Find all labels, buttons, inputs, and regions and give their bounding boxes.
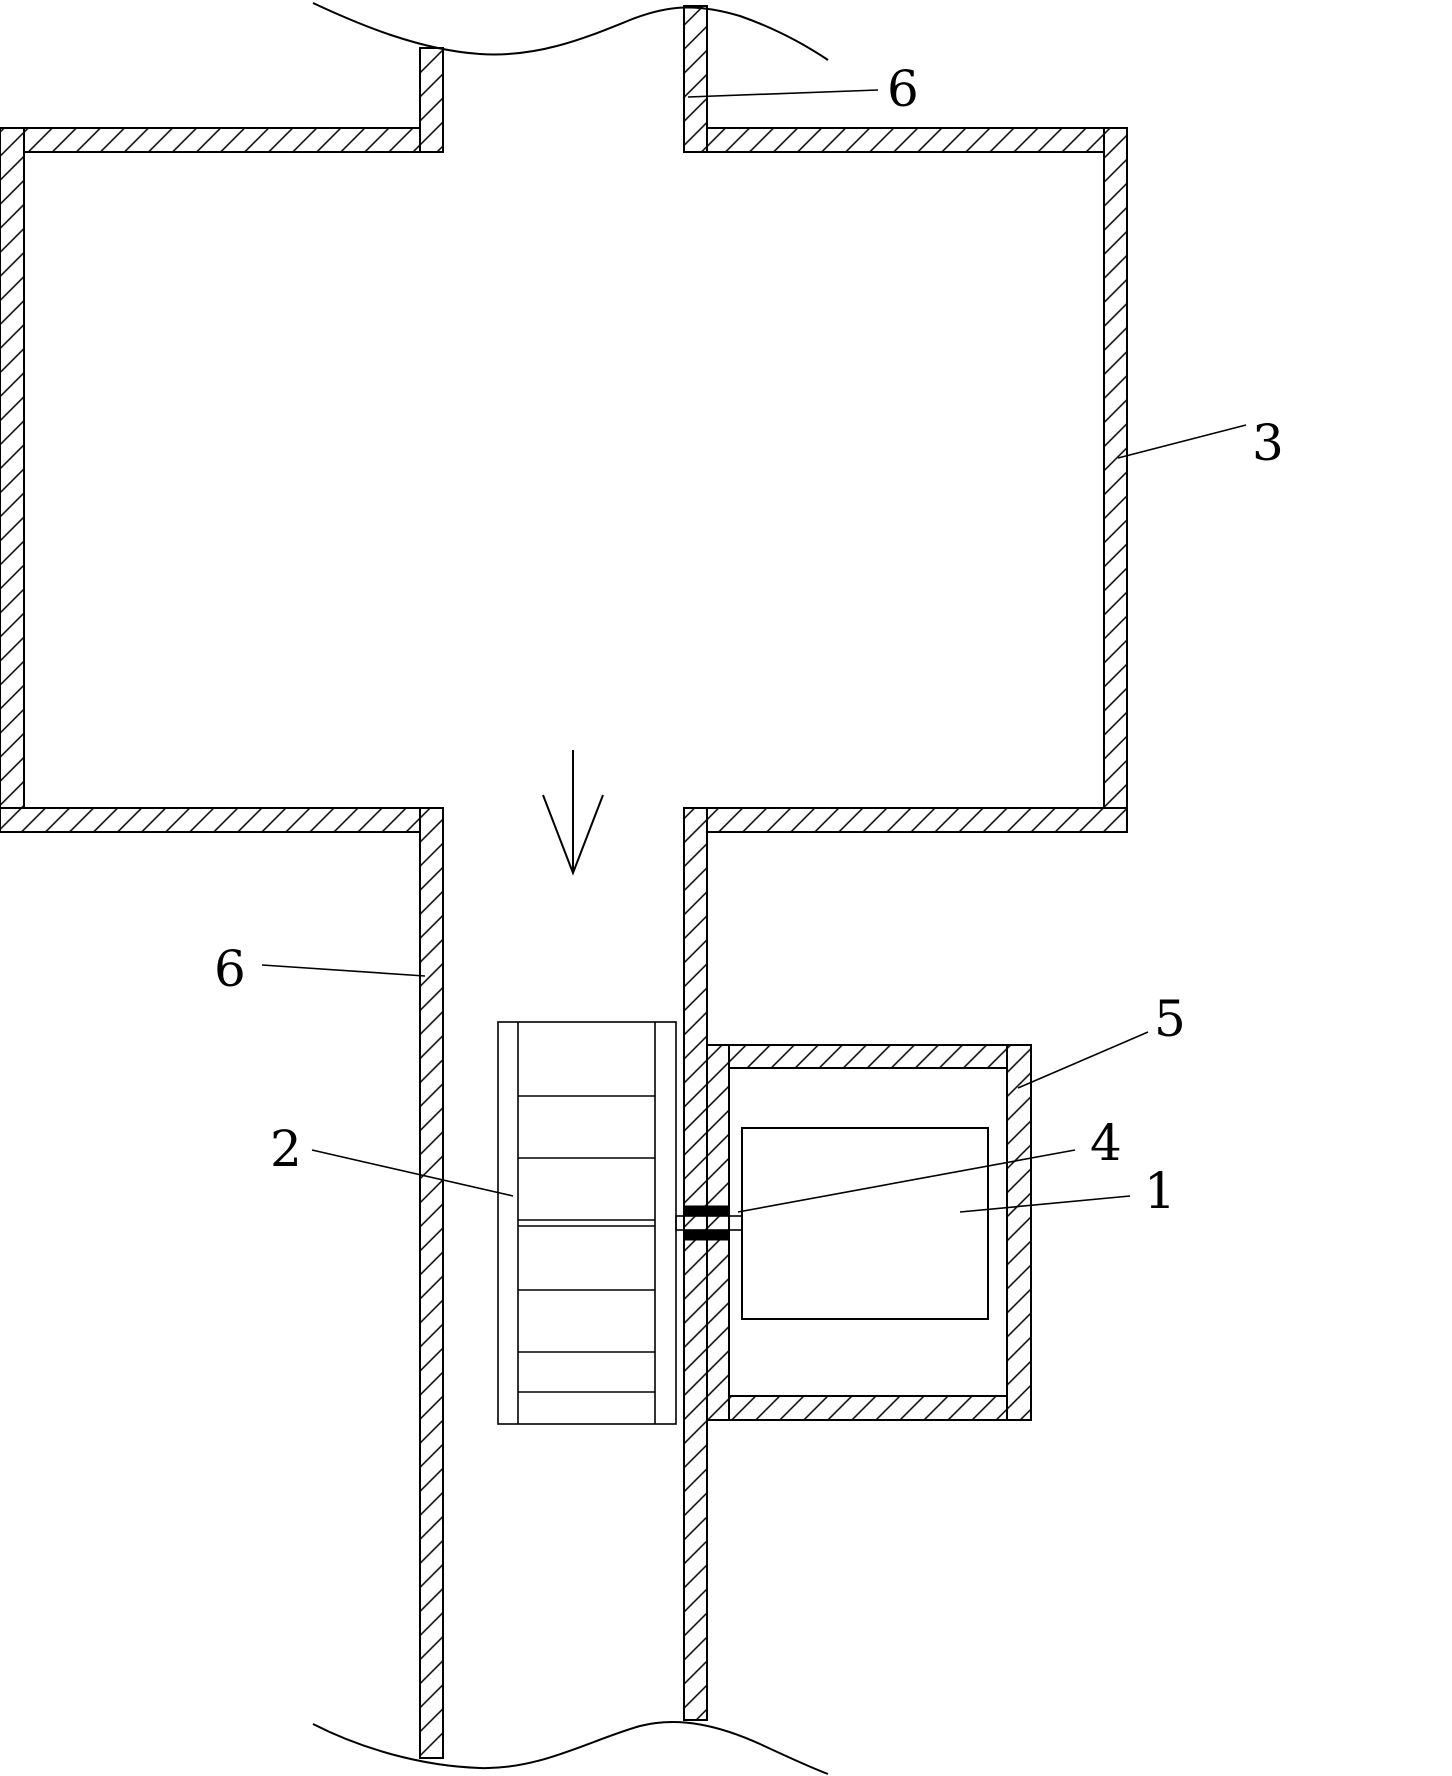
leader-motor bbox=[959, 1195, 1131, 1213]
label-fan: 2 bbox=[270, 1120, 302, 1178]
label-motor: 1 bbox=[1144, 1162, 1176, 1220]
motor-housing bbox=[706, 1044, 1032, 1421]
leader-chamber bbox=[1117, 424, 1247, 459]
lower-duct bbox=[312, 807, 829, 1775]
housing-top-wall bbox=[706, 1044, 1032, 1069]
leader-bottom-duct bbox=[261, 964, 426, 977]
fan-outer-frame bbox=[497, 1021, 677, 1425]
chamber-bottom-wall-left bbox=[0, 807, 444, 833]
flow-arrow-icon bbox=[542, 750, 604, 876]
lower-duct-left-wall bbox=[419, 807, 444, 1759]
label-bottom-duct: 6 bbox=[214, 940, 246, 998]
chamber-right-wall bbox=[1103, 127, 1128, 833]
upper-break-line bbox=[312, 2, 829, 61]
chamber-bottom-wall-right bbox=[683, 807, 1128, 833]
housing-right-wall bbox=[1006, 1044, 1032, 1421]
chamber-left-wall bbox=[0, 127, 25, 833]
lower-break-line bbox=[312, 1721, 829, 1775]
chamber-top-wall-left bbox=[0, 127, 444, 153]
shaft bbox=[675, 1205, 743, 1241]
leader-shaft bbox=[737, 1149, 1076, 1213]
upper-duct-right-wall bbox=[683, 5, 708, 153]
label-chamber: 3 bbox=[1252, 414, 1282, 472]
upper-duct bbox=[312, 2, 829, 153]
label-shaft: 4 bbox=[1090, 1114, 1122, 1172]
shaft-seal-upper bbox=[683, 1205, 730, 1217]
chamber-top-wall-right bbox=[683, 127, 1128, 153]
motor-body bbox=[741, 1127, 989, 1320]
shaft-seal-lower bbox=[683, 1229, 730, 1241]
leader-lines bbox=[261, 89, 1247, 1213]
label-housing: 5 bbox=[1154, 990, 1186, 1048]
leader-fan bbox=[311, 1149, 514, 1197]
chamber-walls bbox=[0, 127, 1128, 833]
fan-duct-diagram: 6 3 6 5 2 4 1 bbox=[0, 2, 1282, 1775]
leader-housing bbox=[1017, 1031, 1149, 1089]
lower-duct-right-wall bbox=[683, 807, 708, 1721]
housing-inner-cavity bbox=[728, 1067, 1008, 1397]
housing-bottom-wall bbox=[706, 1395, 1032, 1421]
reference-labels: 6 3 6 5 2 4 1 bbox=[214, 60, 1282, 1220]
leader-top-duct bbox=[687, 89, 879, 98]
fan-impeller bbox=[497, 1021, 677, 1425]
upper-duct-left-wall bbox=[419, 47, 444, 153]
label-top-duct: 6 bbox=[887, 60, 919, 118]
